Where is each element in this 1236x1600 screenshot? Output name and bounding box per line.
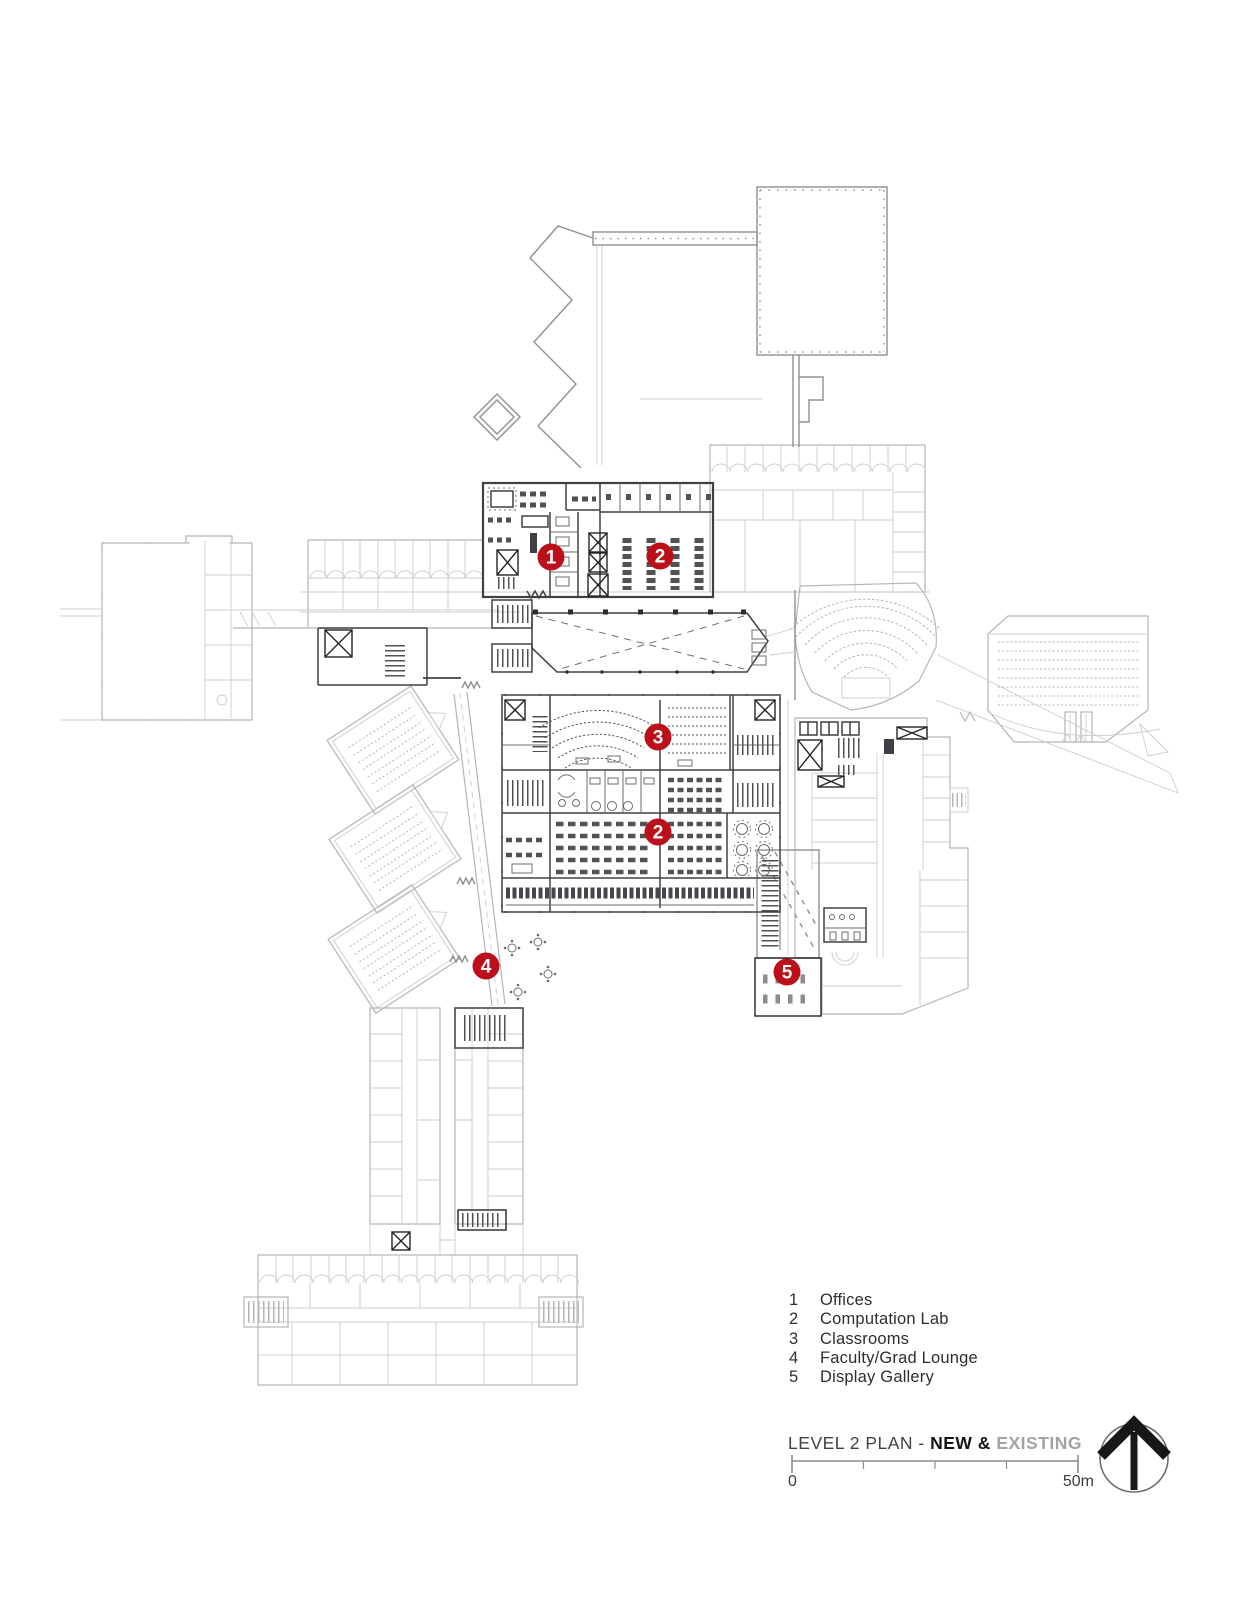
- plan-marker: 3: [644, 723, 672, 751]
- legend-item-number: 4: [789, 1348, 799, 1367]
- plan-marker-number: 4: [481, 957, 492, 978]
- legend-item-label: Classrooms: [820, 1329, 910, 1348]
- legend-item-number: 1: [789, 1291, 799, 1309]
- legend-item-number: 3: [789, 1329, 799, 1348]
- site-outline: [473, 186, 888, 469]
- north-arrow-icon: [1097, 1415, 1171, 1493]
- scale-end-label: 50m: [1063, 1473, 1094, 1490]
- plan-marker: 2: [646, 542, 674, 570]
- scale-bar: 0 50m: [788, 1455, 1094, 1490]
- plan-marker-number: 1: [546, 548, 557, 569]
- legend-item-number: 5: [789, 1368, 799, 1387]
- legend-item-label: Computation Lab: [820, 1310, 949, 1329]
- title-existing-label: EXISTING: [996, 1433, 1082, 1453]
- legend-item: 5 Display Gallery: [789, 1368, 978, 1387]
- plan-markers: 1 2 3 2 4 5: [472, 542, 801, 986]
- title-plan-label: LEVEL 2 PLAN -: [788, 1433, 931, 1453]
- legend-item: 3 Classrooms: [789, 1330, 978, 1349]
- drawing-title: LEVEL 2 PLAN - NEW & EXISTING: [788, 1433, 1082, 1454]
- legend-item: 1 Offices: [789, 1291, 978, 1310]
- plan-marker: 2: [644, 818, 672, 846]
- plan-marker-number: 2: [655, 547, 666, 568]
- plan-marker-number: 2: [653, 823, 664, 844]
- plan-marker: 4: [472, 952, 500, 980]
- plan-marker-number: 5: [782, 963, 793, 984]
- new-building: [317, 481, 928, 1251]
- legend-item-label: Offices: [820, 1291, 873, 1309]
- legend: 1 Offices 2 Computation Lab 3 Classrooms…: [789, 1291, 978, 1387]
- title-new-label: NEW &: [930, 1433, 997, 1453]
- legend-item-label: Display Gallery: [820, 1368, 934, 1387]
- lounge-tables: [503, 933, 557, 1001]
- plan-marker: 5: [773, 958, 801, 986]
- plan-marker: 1: [537, 543, 565, 571]
- legend-item-label: Faculty/Grad Lounge: [820, 1348, 978, 1367]
- scale-start-label: 0: [788, 1473, 797, 1490]
- legend-item: 2 Computation Lab: [789, 1310, 978, 1329]
- existing-buildings: [60, 444, 1179, 1386]
- plan-marker-number: 3: [653, 728, 664, 749]
- legend-item: 4 Faculty/Grad Lounge: [789, 1349, 978, 1368]
- legend-item-number: 2: [789, 1310, 799, 1329]
